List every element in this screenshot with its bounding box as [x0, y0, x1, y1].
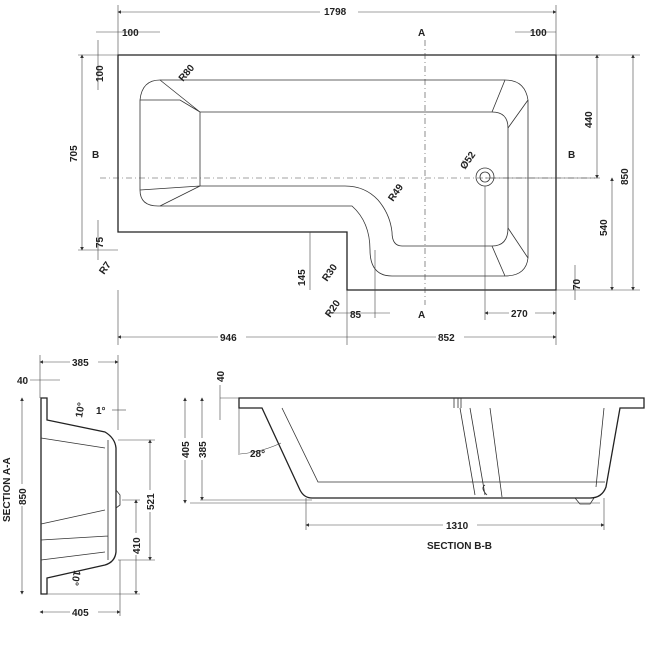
dim-waste-to-right: 270 [511, 309, 528, 320]
dim-waste-to-top: 440 [584, 111, 595, 128]
section-bb-outline [238, 397, 645, 499]
section-bb-title: SECTION B-B [427, 541, 492, 552]
dim-rim-top: 100 [95, 65, 106, 82]
dim-depth-left: 705 [69, 145, 80, 162]
aa-dim-521: 521 [146, 493, 157, 510]
radius-r20: R20 [323, 298, 343, 320]
radius-r30: R30 [320, 262, 340, 284]
bb-dim-rim-thickness: 40 [216, 370, 227, 382]
radius-r49: R49 [386, 182, 406, 204]
bb-dim-inner-depth: 385 [198, 441, 209, 458]
dim-depth-right: 850 [620, 168, 631, 185]
plan-basin-floor [199, 111, 509, 247]
dim-waste-diameter: Ø52 [458, 150, 478, 172]
aa-dim-rim-thickness: 40 [17, 376, 29, 387]
bb-dim-floor-length: 1310 [446, 521, 469, 532]
dim-rim-bottom-right: 70 [572, 278, 583, 290]
aa-draft-angle: 1° [96, 406, 106, 417]
dim-rim-left: 100 [122, 28, 139, 39]
aa-angle-top: 10° [74, 402, 87, 419]
dim-right-length: 852 [438, 333, 455, 344]
section-bb-view: 405 385 40 28° 1310 SECTION B-B [179, 370, 645, 552]
section-a-bottom: A [418, 310, 425, 321]
dim-notch-depth: 145 [297, 269, 308, 286]
section-a-top: A [418, 28, 425, 39]
dim-waste-to-bottom: 540 [599, 219, 610, 236]
waste-outlet-icon [475, 167, 495, 187]
section-aa-title: SECTION A-A [2, 457, 13, 522]
section-aa-view: 385 40 10° 10° 1° 850 SECTION A-A 521 41… [2, 355, 157, 619]
bb-angle: 28° [250, 449, 265, 460]
section-aa-outline [40, 397, 117, 595]
dim-rim-right: 100 [530, 28, 547, 39]
aa-dim-height: 850 [18, 488, 29, 505]
bb-dim-total-depth: 405 [181, 441, 192, 458]
aa-dim-410: 410 [132, 537, 143, 554]
plan-rim-inner [139, 79, 529, 277]
plan-outline [117, 54, 557, 291]
dim-rim-bottom-left: 75 [95, 236, 106, 248]
section-b-right: B [568, 150, 575, 161]
dim-notch-offset: 85 [350, 310, 362, 321]
section-b-left: B [92, 150, 99, 161]
dim-overall-length: 1798 [324, 7, 347, 18]
dim-left-length: 946 [220, 333, 237, 344]
aa-dim-top-width: 385 [72, 358, 89, 369]
aa-dim-bottom-width: 405 [72, 608, 89, 619]
radius-r80: R80 [177, 62, 198, 83]
radius-r7: R7 [97, 260, 114, 277]
aa-angle-bottom: 10° [68, 569, 81, 586]
plan-view: A A B B 1798 100 100 705 100 R80 75 R7 1… [69, 4, 640, 345]
